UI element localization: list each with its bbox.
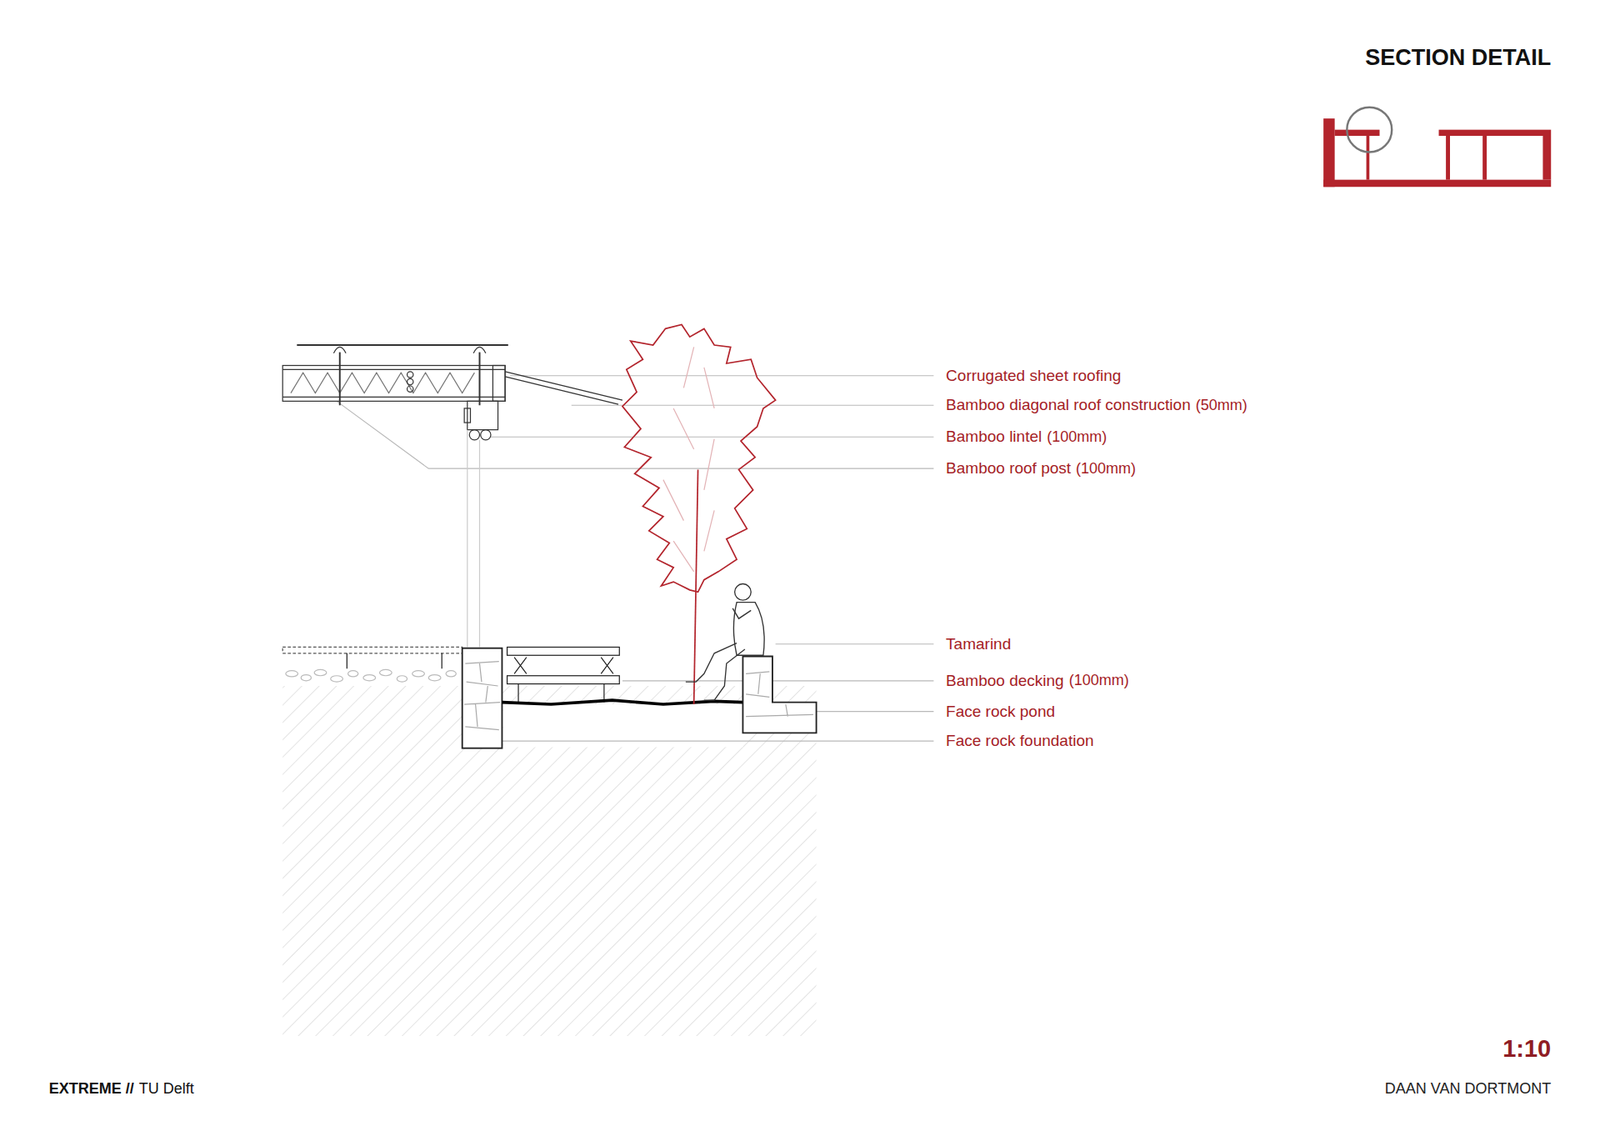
roof-construction-part	[467, 400, 499, 430]
key-plan-part	[1482, 135, 1487, 180]
floor-and-foundation-part	[507, 646, 620, 655]
floor-and-foundation-part-part	[396, 675, 407, 682]
tamarind-tree-part	[694, 469, 699, 705]
key-plan-part	[1323, 180, 1551, 188]
roof-construction-part	[464, 408, 470, 423]
seated-person-part	[733, 602, 765, 656]
floor-and-foundation-part	[282, 646, 463, 653]
tamarind-tree-part-part	[663, 346, 715, 571]
key-plan	[1323, 107, 1551, 188]
leader-lines-part	[501, 740, 934, 742]
ground-hatch-part	[282, 685, 816, 1036]
leader-lines-part	[490, 436, 935, 438]
roof-construction-part	[407, 385, 414, 392]
key-plan-part	[1346, 107, 1392, 153]
roof-construction-part	[407, 371, 414, 378]
key-plan-part	[1445, 135, 1450, 180]
tamarind-tree-part	[663, 346, 715, 571]
roof-construction-part	[466, 430, 468, 648]
roof-construction-part	[480, 430, 491, 440]
floor-and-foundation-part-part	[445, 670, 456, 677]
leader-lines-part	[571, 405, 935, 406]
floor-and-foundation-part	[464, 661, 500, 730]
footer-author: DAAN VAN DORTMONT	[1385, 1080, 1551, 1098]
dimension: (100mm)	[1075, 460, 1136, 478]
roof-construction-part	[505, 371, 623, 400]
seated-person	[685, 584, 765, 701]
leader-lines-part	[510, 375, 934, 376]
scale-label: 1:10	[1502, 1035, 1551, 1063]
floor-and-foundation-part	[517, 684, 519, 703]
footer-school: TU Delft	[139, 1080, 195, 1098]
seated-person-part	[732, 608, 751, 619]
floor-and-foundation-part-part	[348, 670, 359, 677]
ground-hatch	[282, 685, 816, 1036]
floor-and-foundation-part	[346, 653, 348, 669]
floor-and-foundation-part	[745, 671, 814, 717]
dimension: (50mm)	[1195, 396, 1248, 415]
dimension: (100mm)	[1046, 428, 1107, 446]
dimension: (100mm)	[1069, 671, 1130, 690]
roof-construction-part	[469, 430, 480, 440]
leader-lines-part	[816, 710, 935, 712]
floor-and-foundation-part-part	[330, 675, 344, 682]
roof-construction-part	[505, 376, 619, 405]
roof-construction-part	[479, 440, 480, 648]
roof-construction-part	[290, 372, 475, 393]
callout-label: Bamboo roof post	[945, 459, 1071, 478]
leader-lines-part	[622, 680, 934, 681]
callout-label: Bamboo diagonal roof construction	[945, 395, 1191, 415]
callout-label: Bamboo decking	[945, 671, 1065, 690]
floor-and-foundation-part-part	[412, 670, 425, 677]
roof-construction-part	[296, 344, 508, 346]
roof-construction-part	[282, 396, 505, 398]
floor-and-foundation-part	[507, 675, 620, 685]
floor-and-foundation-part	[441, 653, 443, 669]
roof-construction-part	[407, 378, 414, 385]
roof-construction-part	[339, 352, 341, 406]
callout-label: Bamboo lintel	[945, 427, 1042, 446]
key-plan-part	[1439, 130, 1552, 136]
leader-lines-part	[775, 643, 935, 645]
callout-label: Face rock pond	[945, 702, 1055, 721]
roof-construction	[282, 345, 623, 647]
floor-and-foundation-part-part	[745, 671, 814, 717]
floor-and-foundation-part-part	[363, 675, 376, 681]
floor-and-foundation-part-part	[300, 675, 311, 681]
callout-label: Tamarind	[945, 635, 1011, 654]
roof-construction-part	[473, 346, 486, 353]
seated-person-part	[735, 584, 752, 601]
roof-construction-part	[492, 365, 505, 402]
floor-and-foundation-part	[462, 648, 503, 749]
floor-and-foundation-part	[514, 657, 614, 675]
leader-lines	[336, 375, 934, 741]
key-plan-part	[1335, 130, 1380, 136]
roof-construction-part	[479, 352, 481, 406]
roof-construction-part	[282, 369, 505, 370]
footer-project: EXTREME //	[49, 1080, 135, 1098]
sheet-title: SECTION DETAIL	[1365, 45, 1551, 71]
callout-label: Corrugated sheet roofing	[945, 366, 1121, 385]
seated-person-part	[685, 643, 745, 701]
tamarind-tree	[622, 325, 776, 705]
roof-construction-part	[333, 346, 346, 353]
floor-and-foundation-part-part	[428, 675, 441, 681]
key-plan-part	[1542, 135, 1551, 180]
key-plan-part	[1323, 118, 1335, 187]
floor-and-foundation-part	[501, 700, 743, 705]
floor-and-foundation-part	[742, 655, 816, 733]
floor-and-foundation-part-part	[464, 661, 500, 730]
key-plan-part	[1366, 135, 1370, 180]
roof-construction-part	[282, 365, 505, 402]
floor-and-foundation-part	[285, 669, 456, 682]
floor-and-foundation-part-part	[285, 670, 299, 677]
floor-and-foundation	[282, 646, 816, 748]
floor-and-foundation-part-part	[380, 669, 393, 675]
callout-label: Face rock foundation	[945, 731, 1094, 750]
tamarind-tree-part	[622, 325, 776, 593]
floor-and-foundation-part-part	[314, 669, 327, 675]
